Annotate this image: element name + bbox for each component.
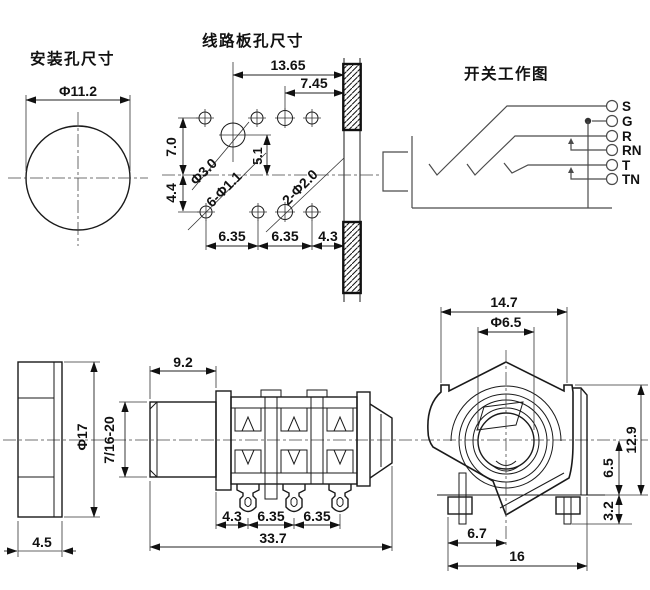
tip-switch [428,105,606,176]
pcb-dim-4-4: 4.4 [163,183,179,203]
terminal-label-tn: TN [622,172,640,187]
nut-side-view: Φ17 4.5 [4,361,100,557]
pcb-dim-13-65: 13.65 [270,57,305,73]
side-dim-4-3: 4.3 [222,508,242,524]
front-dim-hole: Φ6.5 [491,314,522,330]
plug-sleeve [382,151,408,192]
mounting-view-title: 安装孔尺寸 [30,49,115,68]
mounting-hole-view: 安装孔尺寸 Φ11.2 [8,49,148,246]
front-dim-6-7: 6.7 [467,525,487,541]
terminal-label-s: S [622,99,631,114]
front-dim-14-7: 14.7 [490,294,517,310]
jack-side-view: 9.2 7/16-20 4.3 6.35 6.35 33.7 [101,354,393,551]
side-dim-6-35a: 6.35 [257,508,284,524]
front-body-outline [427,361,574,517]
pcb-dim-6-35a: 6.35 [218,228,245,244]
terminal-label-rn: RN [622,143,642,158]
right-mount-block [573,387,588,495]
tail-cone [369,403,393,479]
nut-outline [17,361,63,518]
side-dim-9-2: 9.2 [173,354,193,370]
ring-switch [466,135,606,176]
front-dim-6-5: 6.5 [600,458,616,478]
jack-front-view: 14.7 Φ6.5 12.9 6.5 3.2 6.7 16 [427,294,648,571]
side-dim-thread: 7/16-20 [101,416,117,464]
terminal-circles [605,99,619,186]
side-dim-6-35b: 6.35 [303,508,330,524]
pcb-dim-7-45: 7.45 [300,75,327,91]
terminal-label-r: R [622,129,632,144]
terminal-label-t: T [622,158,631,173]
front-dim-12-9: 12.9 [623,426,639,453]
front-dim-16: 16 [509,548,525,564]
switch-schematic-view: 开关工作图 S G R RN T TN [382,64,642,209]
threaded-barrel [149,401,217,478]
front-dim-3-2: 3.2 [600,501,616,521]
pcb-label-big-hole: Φ3.0 [187,155,220,188]
pcb-hatch-bottom [342,220,362,295]
pcb-hatch-top [342,62,362,132]
solder-pins [236,483,352,513]
pcb-dim-6-35b: 6.35 [271,228,298,244]
body-housing [230,396,358,485]
tip-contact-through-bore [476,401,524,431]
nut-thickness: 4.5 [32,534,52,550]
pcb-label-mid-holes: 2-Φ2.0 [279,166,321,208]
terminal-label-g: G [622,114,633,129]
pcb-hole-view: 线路板孔尺寸 13.65 7.45 7.0 4 [162,31,380,302]
pcb-dim-7-0: 7.0 [163,137,179,157]
pcb-view-title: 线路板孔尺寸 [202,31,304,50]
contact-springs [234,408,354,473]
pcb-dim-4-3: 4.3 [318,228,338,244]
mounting-hole-diameter: Φ11.2 [59,83,97,99]
nut-diameter: Φ17 [74,423,90,450]
front-pins [447,472,581,525]
end-plate [356,391,371,487]
tip2-switch [503,162,606,174]
pcb-dim-5-1: 5.1 [251,147,265,164]
big-hole [220,122,246,148]
side-dim-33-7: 33.7 [259,530,286,546]
flange [215,390,232,491]
switch-view-title: 开关工作图 [464,64,549,83]
